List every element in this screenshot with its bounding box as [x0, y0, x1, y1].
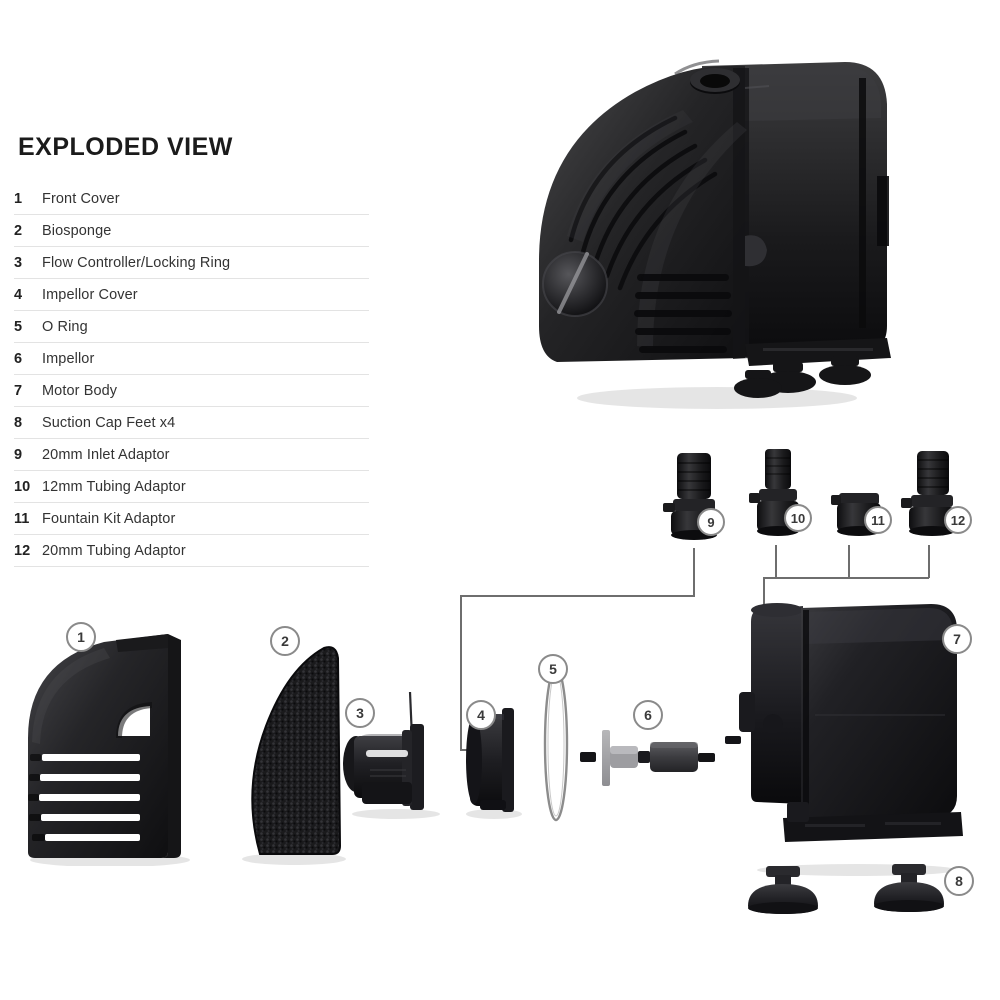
- callout-badge-6[interactable]: 6: [633, 700, 663, 730]
- part-number: 12: [14, 542, 31, 559]
- part-number: 8: [14, 414, 23, 431]
- suction-cap-feet-part: [748, 864, 944, 914]
- biosponge-part: [242, 646, 346, 865]
- part-number: 3: [14, 254, 23, 271]
- part-number: 4: [14, 286, 23, 303]
- leader-line-adaptor-bus: [763, 577, 929, 579]
- motor-body-part: [725, 603, 963, 876]
- callout-badge-5[interactable]: 5: [538, 654, 568, 684]
- impellor-part: [580, 730, 715, 786]
- part-number: 7: [14, 382, 23, 399]
- suction-foot: [874, 864, 944, 912]
- part-number: 5: [14, 318, 23, 335]
- leader-line-bus-drop: [763, 577, 765, 612]
- page-title: EXPLODED VIEW: [18, 133, 233, 161]
- callout-badge-2[interactable]: 2: [270, 626, 300, 656]
- part-label: Suction Cap Feet x4: [42, 414, 176, 431]
- callout-badge-3[interactable]: 3: [345, 698, 375, 728]
- adaptor-row: [663, 449, 955, 540]
- part-number: 11: [14, 510, 30, 527]
- parts-list-row: 8 Suction Cap Feet x4: [14, 407, 369, 439]
- impellor-cover-part: [466, 708, 522, 819]
- part-number: 6: [14, 350, 23, 367]
- leader-line-9-seg3: [460, 595, 462, 750]
- part-label: Motor Body: [42, 382, 118, 399]
- parts-list-row: 11 Fountain Kit Adaptor: [14, 503, 369, 535]
- part-number: 2: [14, 222, 23, 239]
- part-label: 20mm Tubing Adaptor: [42, 542, 186, 559]
- callout-badge-11[interactable]: 11: [864, 506, 892, 534]
- part-label: Impellor Cover: [42, 286, 138, 303]
- callout-badge-9[interactable]: 9: [697, 508, 725, 536]
- part-label: Front Cover: [42, 190, 120, 207]
- part-label: Fountain Kit Adaptor: [42, 510, 176, 527]
- part-label: O Ring: [42, 318, 88, 335]
- callout-badge-7[interactable]: 7: [942, 624, 972, 654]
- leader-line-11: [848, 545, 850, 578]
- adaptor-12-shape: [901, 451, 955, 536]
- parts-list-row: 3 Flow Controller/Locking Ring: [14, 247, 369, 279]
- part-number: 9: [14, 446, 23, 463]
- part-number: 1: [14, 190, 23, 207]
- part-label: 20mm Inlet Adaptor: [42, 446, 170, 463]
- part-label: Impellor: [42, 350, 95, 367]
- callout-badge-10[interactable]: 10: [784, 504, 812, 532]
- part-number: 10: [14, 478, 31, 495]
- leader-line-9-seg2: [460, 595, 695, 597]
- parts-list-row: 10 12mm Tubing Adaptor: [14, 471, 369, 503]
- callout-badge-8[interactable]: 8: [944, 866, 974, 896]
- parts-list: 1 Front Cover 2 Biosponge 3 Flow Control…: [14, 183, 369, 567]
- adaptor-10-shape: [749, 449, 799, 536]
- parts-list-row: 9 20mm Inlet Adaptor: [14, 439, 369, 471]
- flow-controller-part: [343, 691, 440, 819]
- parts-list-row: 4 Impellor Cover: [14, 279, 369, 311]
- parts-list-row: 2 Biosponge: [14, 215, 369, 247]
- leader-line-10: [775, 545, 777, 578]
- part-label: Flow Controller/Locking Ring: [42, 254, 231, 271]
- part-label: Biosponge: [42, 222, 112, 239]
- callout-badge-1[interactable]: 1: [66, 622, 96, 652]
- parts-list-row: 6 Impellor: [14, 343, 369, 375]
- leader-line-9-seg1: [693, 548, 695, 596]
- parts-list-row: 5 O Ring: [14, 311, 369, 343]
- parts-list-row: 12 20mm Tubing Adaptor: [14, 535, 369, 567]
- parts-list-row: 1 Front Cover: [14, 183, 369, 215]
- front-cover-part: [28, 634, 190, 866]
- callout-badge-4[interactable]: 4: [466, 700, 496, 730]
- callout-badge-12[interactable]: 12: [944, 506, 972, 534]
- parts-list-row: 7 Motor Body: [14, 375, 369, 407]
- adaptor-9-shape: [663, 453, 717, 540]
- suction-foot: [748, 866, 818, 914]
- part-label: 12mm Tubing Adaptor: [42, 478, 186, 495]
- assembled-pump-image: [539, 59, 891, 409]
- leader-line-12: [928, 545, 930, 578]
